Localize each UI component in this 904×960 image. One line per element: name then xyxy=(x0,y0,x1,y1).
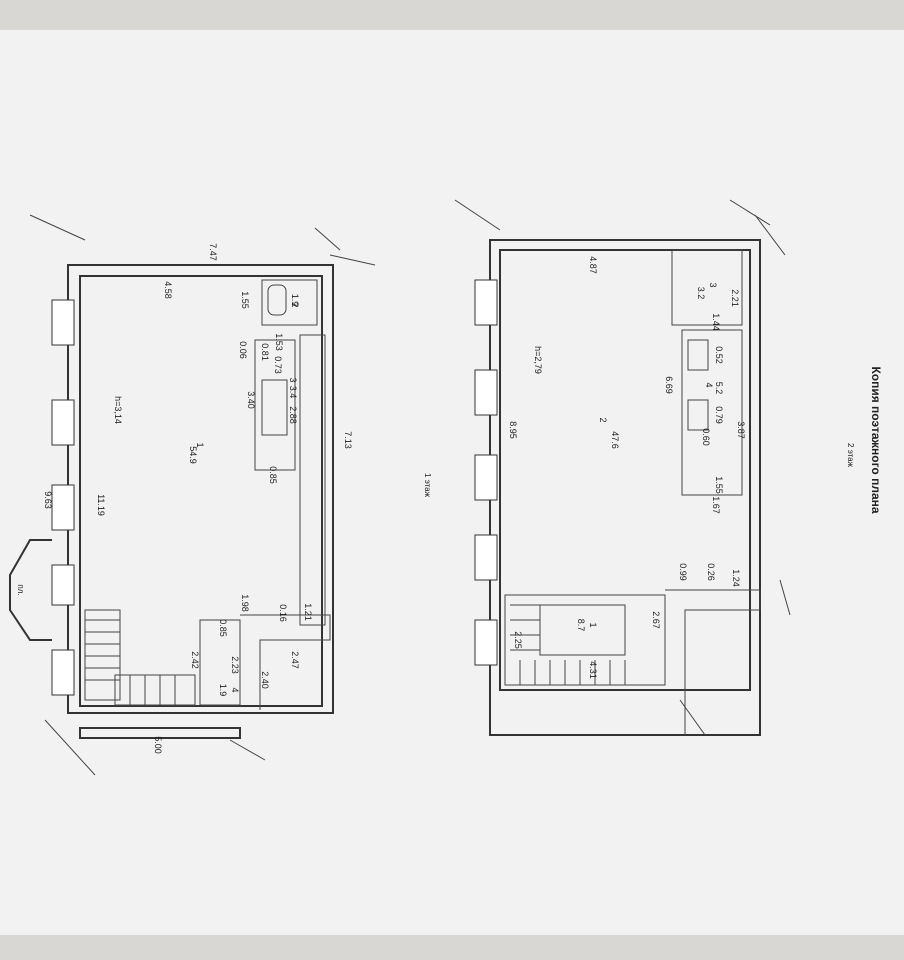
floor2-staircase xyxy=(504,594,666,686)
floor1-dimension-label: 0.16 xyxy=(278,604,288,622)
floor1-caption: 1 этаж xyxy=(423,473,432,498)
floor2-dimension-label: 2 xyxy=(598,417,608,422)
floor1-plan xyxy=(9,214,376,776)
paper-sheet xyxy=(0,30,904,935)
floor1-dimension-label: 4 xyxy=(230,687,240,692)
floor1-dimension-label: 7.47 xyxy=(208,243,218,261)
floor2-dimension-label: 6.69 xyxy=(664,376,674,394)
floor2-dimension-label: 5.2 xyxy=(714,382,724,395)
document-title: Копия поэтажного плана xyxy=(869,366,883,513)
floor1-dimension-label: 1.9 xyxy=(218,684,228,697)
floor2-dimension-label: 2.25 xyxy=(513,631,523,649)
floor2-dimension-label: 47.6 xyxy=(610,431,620,449)
floor1-dimension-label: 0.85 xyxy=(268,466,278,484)
floor2-dimension-label: 1.67 xyxy=(711,496,721,514)
floor1-dimension-label: h=3,14 xyxy=(113,396,123,424)
floor2-dimension-label: 1 xyxy=(588,622,598,627)
floor2-dimension-label: 0.60 xyxy=(701,428,711,446)
floor1-staircase xyxy=(84,609,196,706)
floor2-dimension-label: 4 xyxy=(704,382,714,387)
floor1-dimension-label: 2.88 xyxy=(288,406,298,424)
porch-label: пл. xyxy=(16,584,25,595)
floor1-dimension-label: 0.73 xyxy=(273,356,283,374)
floor1-dimension-label: 1.53 xyxy=(274,333,284,351)
floor2-dimension-label: 0.79 xyxy=(714,406,724,424)
floor2-dimension-label: 0.52 xyxy=(714,346,724,364)
floor2-dimension-label: 0.99 xyxy=(678,563,688,581)
floor2-dimension-label: 2.21 xyxy=(730,289,740,307)
floor2-dimension-label: 8.7 xyxy=(576,619,586,632)
floor1-dimension-label: 2.23 xyxy=(230,656,240,674)
floor2-dimension-label: 1.44 xyxy=(711,313,721,331)
floor1-dimension-label: 0.06 xyxy=(238,341,248,359)
floor2-caption: 2 этаж xyxy=(846,443,855,468)
floor2-dimension-label: 1.55 xyxy=(714,476,724,494)
floor1-dimension-label: 1.55 xyxy=(240,291,250,309)
floor2-dimension-label: 8.95 xyxy=(508,421,518,439)
floor1-dimension-label: 5.00 xyxy=(153,736,163,754)
floor1-dimension-label: 11.19 xyxy=(96,494,106,516)
floor1-dimension-label: 7.13 xyxy=(343,431,353,449)
floor1-dimension-label: 1 xyxy=(195,442,205,447)
floor1-dimension-label: 9.63 xyxy=(43,491,53,509)
floor1-dimension-label: 0.81 xyxy=(260,343,270,361)
floor1-dimension-label: 1.98 xyxy=(240,594,250,612)
floor1-dimension-label: 2.40 xyxy=(260,671,270,689)
floor2-dimension-label: 4.31 xyxy=(588,661,598,679)
floor1-dimension-label: 3 xyxy=(288,377,298,382)
floor2-dimension-label: 4.87 xyxy=(588,256,598,274)
floor1-dimension-label: 2 xyxy=(290,302,300,307)
floor2-dimension-label: h=2,79 xyxy=(533,346,543,374)
floor1-dimension-label: 1.21 xyxy=(303,603,313,621)
floor1-dimension-label: 3.40 xyxy=(246,391,256,409)
floor1-dimension-label: 3.4 xyxy=(288,386,298,399)
floor1-dimension-label: 2.42 xyxy=(190,651,200,669)
floor1-dimension-label: 1.9 xyxy=(290,294,300,307)
floor2-dimension-label: 3.87 xyxy=(736,421,746,439)
floor2-dimension-label: 1.24 xyxy=(731,569,741,587)
floor1-dimension-label: 54.9 xyxy=(188,446,198,464)
floor1-dimension-label: 2.47 xyxy=(290,651,300,669)
floor1-dimension-label: 0.85 xyxy=(218,619,228,637)
floor1-dimension-label: 4.58 xyxy=(163,281,173,299)
floor2-dimension-label: 0.26 xyxy=(706,563,716,581)
floor2-dimension-label: 3 xyxy=(708,282,718,287)
text-labels: Копия поэтажного плана 2 этаж 1 этаж пл. xyxy=(16,366,883,595)
floor2-plan xyxy=(454,199,791,736)
floor2-dimension-label: 2.67 xyxy=(651,611,661,629)
floor2-dimension-label: 3.2 xyxy=(696,287,706,300)
